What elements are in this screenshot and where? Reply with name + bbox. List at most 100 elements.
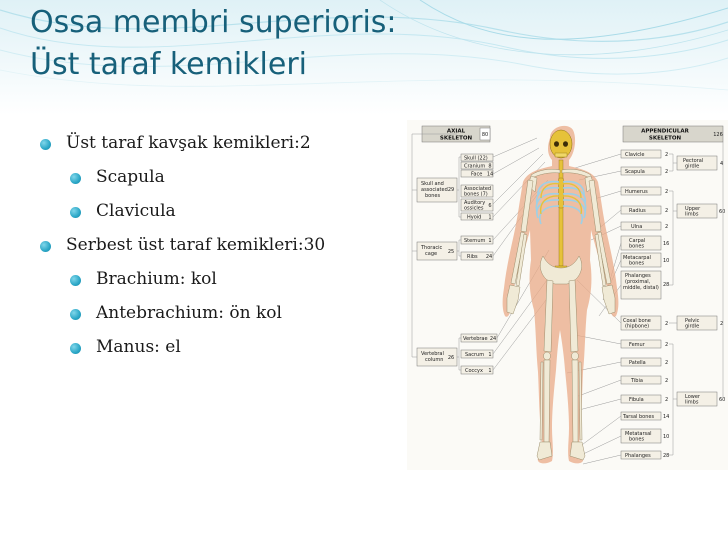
bullet-item: Scapula xyxy=(40,160,410,194)
svg-text:Thoracic: Thoracic xyxy=(420,245,443,251)
svg-text:24: 24 xyxy=(486,254,492,260)
svg-text:28: 28 xyxy=(663,453,669,459)
svg-text:Sternum: Sternum xyxy=(464,238,486,244)
svg-text:26: 26 xyxy=(448,355,454,361)
svg-text:28: 28 xyxy=(663,282,669,288)
slide-title: Ossa membri superioris: Üst taraf kemikl… xyxy=(30,2,670,86)
svg-text:1: 1 xyxy=(488,215,491,221)
axial-group-thoracic-cage: Thoracic cage 25 xyxy=(416,241,458,261)
svg-text:25: 25 xyxy=(448,249,454,255)
svg-text:Tibia: Tibia xyxy=(630,378,643,384)
skeleton-diagram: AXIAL SKELETON 80 Skull and associated b… xyxy=(407,120,728,470)
svg-text:SKELETON: SKELETON xyxy=(649,136,682,142)
svg-text:Lower: Lower xyxy=(685,394,701,400)
svg-text:Skull and: Skull and xyxy=(421,181,444,187)
svg-text:Sacrum: Sacrum xyxy=(465,352,484,358)
svg-text:14: 14 xyxy=(663,414,669,420)
human-body-outline xyxy=(502,125,619,464)
svg-text:Skull (22): Skull (22) xyxy=(464,156,488,162)
axial-group-vertebral-column: Vertebral column 26 xyxy=(416,347,458,367)
svg-text:2: 2 xyxy=(665,189,668,195)
svg-text:girdle: girdle xyxy=(685,324,699,330)
svg-text:Ribs: Ribs xyxy=(467,254,478,260)
svg-text:Associated: Associated xyxy=(464,186,491,192)
svg-text:Pelvic: Pelvic xyxy=(685,318,700,324)
bullet-list: Üst taraf kavşak kemikleri:2 Scapula Cla… xyxy=(40,126,410,364)
svg-text:Carpal: Carpal xyxy=(629,238,645,244)
svg-text:1: 1 xyxy=(488,238,491,244)
axial-group-skull: Skull and associated bones 29 xyxy=(416,177,458,203)
svg-text:bones: bones xyxy=(629,244,644,250)
bullet-item: Antebrachium: ön kol xyxy=(40,296,410,330)
svg-text:(proximal,: (proximal, xyxy=(625,279,651,285)
svg-text:2: 2 xyxy=(665,224,668,230)
svg-text:associated: associated xyxy=(421,187,448,193)
svg-text:Femur: Femur xyxy=(629,342,646,348)
bullet-icon xyxy=(70,275,81,286)
svg-text:bones: bones xyxy=(629,261,644,267)
svg-text:Vertebrae: Vertebrae xyxy=(463,336,488,342)
svg-text:APPENDICULAR: APPENDICULAR xyxy=(641,129,690,135)
bullet-icon xyxy=(70,173,81,184)
bullet-item: Serbest üst taraf kemikleri:30 xyxy=(40,228,410,262)
svg-text:2: 2 xyxy=(665,342,668,348)
svg-text:Pectoral: Pectoral xyxy=(683,158,703,164)
svg-text:10: 10 xyxy=(663,434,669,440)
svg-text:Ulna: Ulna xyxy=(631,224,642,230)
svg-text:Tarsal bones: Tarsal bones xyxy=(622,414,654,420)
bullet-item: Manus: el xyxy=(40,330,410,364)
svg-text:14: 14 xyxy=(487,172,493,178)
svg-text:Fibula: Fibula xyxy=(629,397,644,403)
svg-text:Cranium: Cranium xyxy=(464,164,485,170)
svg-text:Humerus: Humerus xyxy=(625,189,648,195)
svg-text:Metacarpal: Metacarpal xyxy=(623,255,651,261)
svg-text:Upper: Upper xyxy=(685,206,701,212)
bullet-item: Üst taraf kavşak kemikleri:2 xyxy=(40,126,410,160)
svg-text:bones (7): bones (7) xyxy=(464,192,488,198)
svg-text:Phalanges: Phalanges xyxy=(625,273,651,279)
svg-text:girdle: girdle xyxy=(685,164,699,170)
svg-text:24: 24 xyxy=(490,336,496,342)
bullet-icon xyxy=(70,343,81,354)
svg-text:126: 126 xyxy=(713,132,723,138)
skeleton-figure: AXIAL SKELETON 80 Skull and associated b… xyxy=(407,120,728,470)
svg-text:2: 2 xyxy=(665,378,668,384)
svg-text:limbs: limbs xyxy=(685,400,699,406)
svg-text:1: 1 xyxy=(488,352,491,358)
header-swirl-decoration xyxy=(0,0,728,115)
svg-text:Scapula: Scapula xyxy=(625,169,645,175)
appendicular-header: APPENDICULAR SKELETON 126 xyxy=(622,125,724,143)
bullet-item: Brachium: kol xyxy=(40,262,410,296)
bullet-icon xyxy=(40,241,51,252)
svg-text:8: 8 xyxy=(488,164,491,170)
svg-text:bones: bones xyxy=(629,437,644,443)
svg-text:1: 1 xyxy=(488,368,491,374)
svg-text:SKELETON: SKELETON xyxy=(440,136,473,142)
svg-text:29: 29 xyxy=(448,187,454,193)
svg-text:Patella: Patella xyxy=(629,360,646,366)
bullet-icon xyxy=(40,139,51,150)
svg-text:Hyoid: Hyoid xyxy=(467,215,481,221)
svg-text:2: 2 xyxy=(665,321,668,327)
svg-text:60: 60 xyxy=(719,209,725,215)
svg-text:Metatarsal: Metatarsal xyxy=(625,431,652,437)
svg-text:middle, distal): middle, distal) xyxy=(623,285,659,291)
svg-text:2: 2 xyxy=(720,321,723,327)
svg-text:limbs: limbs xyxy=(685,212,699,218)
svg-text:80: 80 xyxy=(482,132,488,138)
svg-text:Phalanges: Phalanges xyxy=(625,453,651,459)
axial-items: Skull (22) Cranium 8 Face 14 Associated … xyxy=(460,153,498,375)
svg-text:2: 2 xyxy=(665,169,668,175)
title-line-1: Ossa membri superioris: xyxy=(30,5,397,40)
svg-text:Auditory: Auditory xyxy=(464,200,485,206)
svg-text:2: 2 xyxy=(665,152,668,158)
svg-text:bones: bones xyxy=(425,193,440,199)
svg-text:(hipbone): (hipbone) xyxy=(625,324,649,330)
svg-text:2: 2 xyxy=(665,397,668,403)
svg-text:AXIAL: AXIAL xyxy=(447,129,466,135)
title-line-2: Üst taraf kemikleri xyxy=(30,47,308,82)
skeleton-axial xyxy=(535,129,587,283)
